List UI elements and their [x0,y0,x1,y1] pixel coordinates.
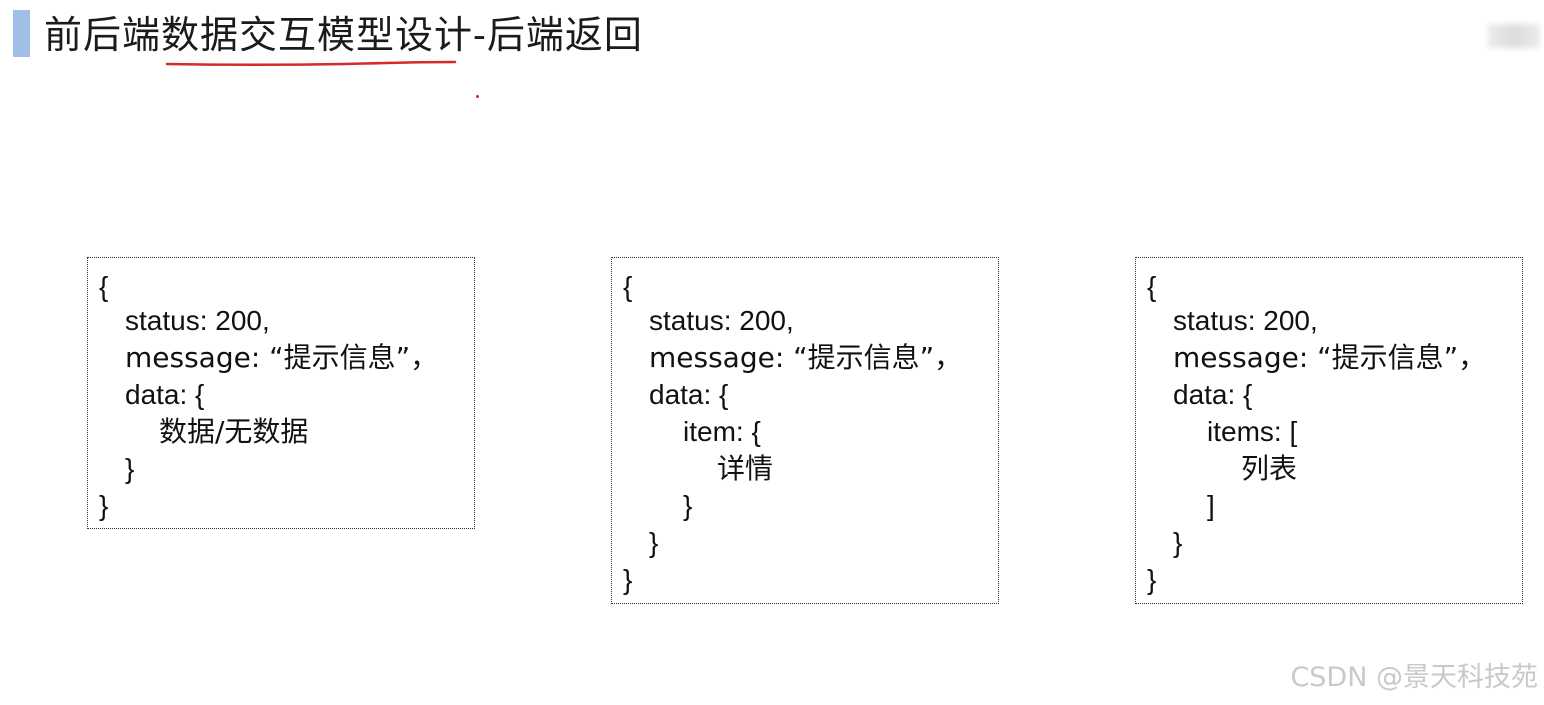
code-line: } [99,490,109,521]
title-underline-annotation [165,60,457,66]
code-line: } [125,453,135,484]
response-card-empty-data: { status: 200, message: “提示信息”， data: { … [87,257,475,529]
code-line: } [623,564,633,595]
code-line: } [1173,527,1183,558]
slide-title: 前后端数据交互模型设计-后端返回 [44,13,643,57]
code-line: { [99,271,109,302]
csdn-watermark: CSDN @景天科技苑 [1290,662,1538,693]
code-line: ] [1207,490,1215,521]
code-line: status: 200, [125,305,270,336]
blurred-corner-element [1488,24,1540,48]
code-line: } [683,490,693,521]
code-line: } [649,527,659,558]
response-card-item-detail: { status: 200, message: “提示信息”， data: { … [611,257,999,604]
code-line: items: [ [1207,416,1298,447]
response-card-items-list: { status: 200, message: “提示信息”， data: { … [1135,257,1523,604]
code-line: status: 200, [1173,305,1318,336]
code-line: data: { [1173,379,1253,410]
code-line: message: “提示信息”， [1173,341,1487,374]
code-line: status: 200, [649,305,794,336]
code-line: data: { [125,379,205,410]
title-accent-bar [13,10,30,57]
code-line: 数据/无数据 [159,415,309,448]
code-line: 详情 [717,452,774,485]
code-line: message: “提示信息”， [649,341,963,374]
code-line: message: “提示信息”， [125,341,439,374]
code-line: { [1147,271,1157,302]
code-line: } [1147,564,1157,595]
code-line: 列表 [1241,452,1298,485]
code-line: { [623,271,633,302]
annotation-dot [476,95,479,98]
code-line: data: { [649,379,729,410]
code-line: item: { [683,416,761,447]
